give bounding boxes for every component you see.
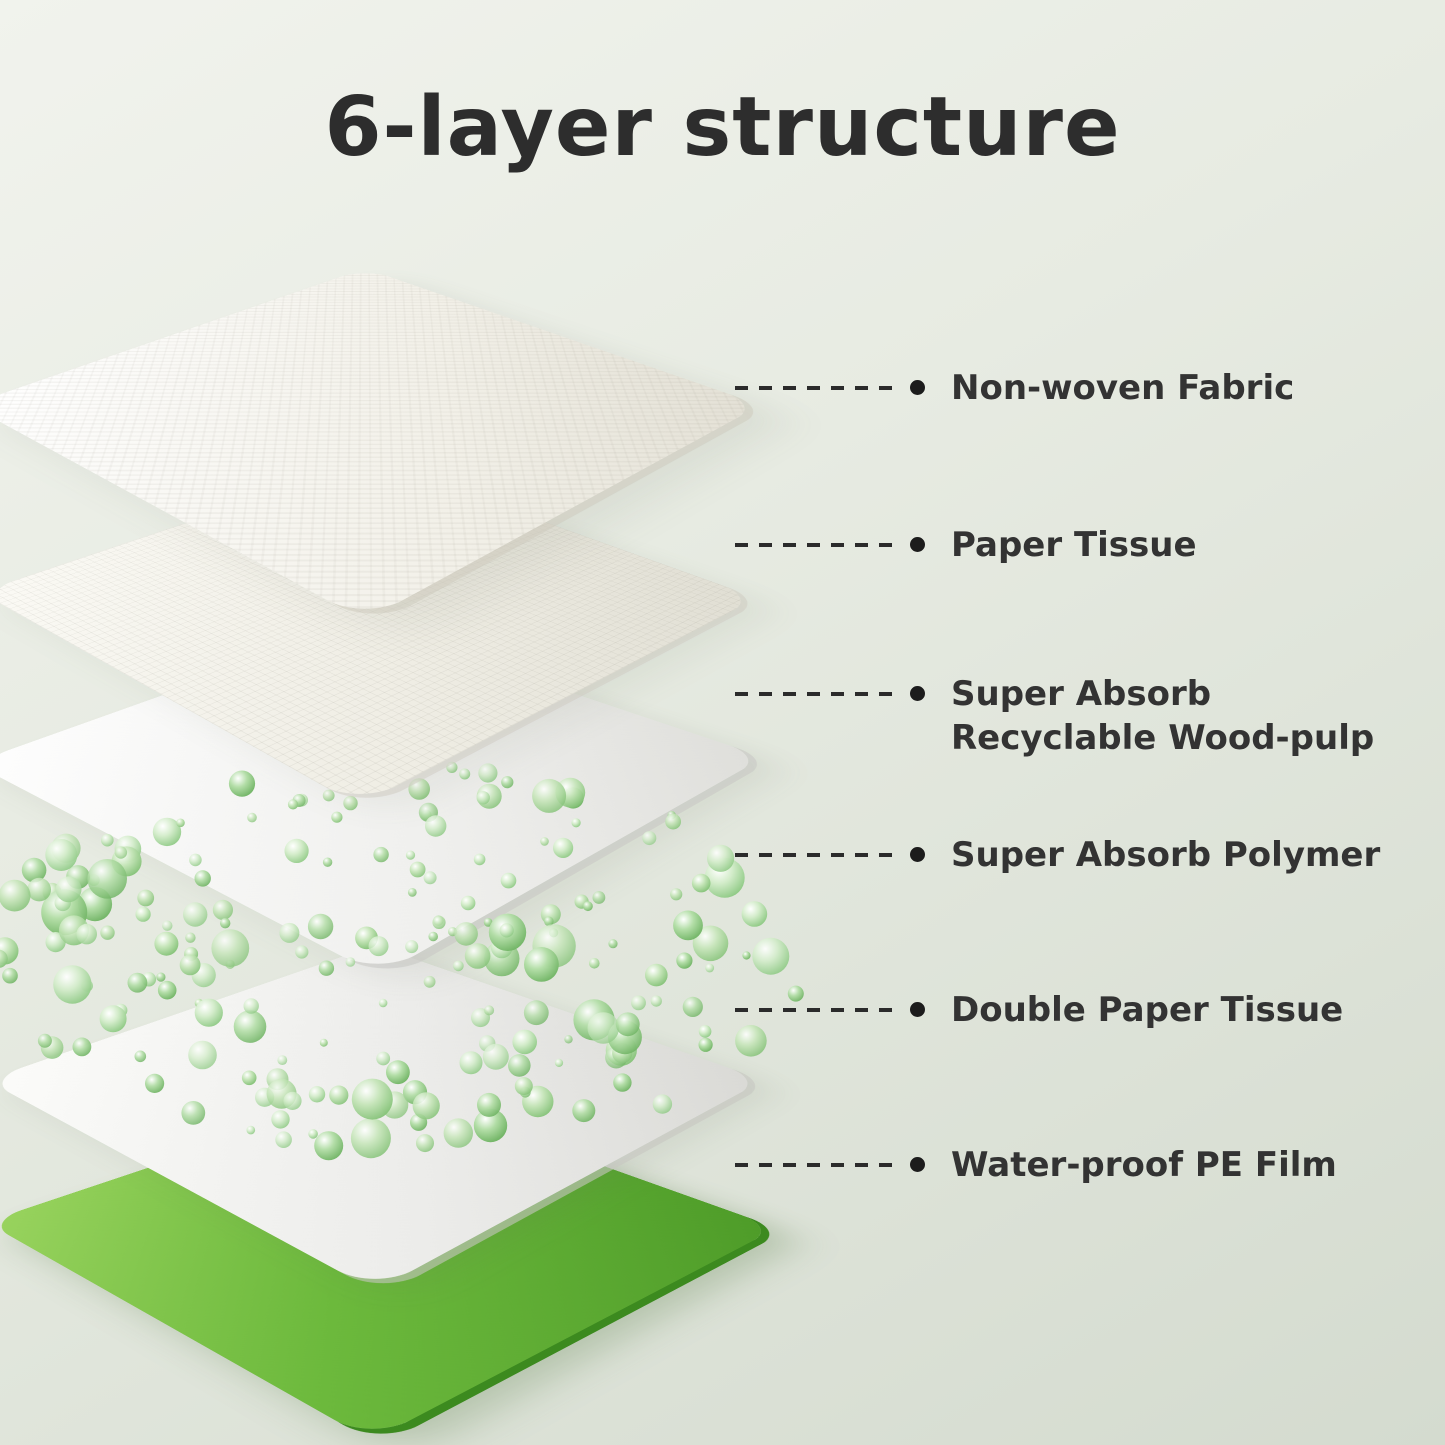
connector-line	[735, 543, 900, 547]
bullet-dot	[910, 1157, 925, 1172]
callout-pe-film: Water-proof PE Film	[735, 1143, 1337, 1187]
polymer-beads-illustration	[0, 720, 900, 1200]
layer-label: Water-proof PE Film	[951, 1143, 1337, 1187]
bullet-dot	[910, 380, 925, 395]
page-title: 6-layer structure	[0, 80, 1445, 175]
callout-polymer: Super Absorb Polymer	[735, 833, 1380, 877]
bullet-dot	[910, 1002, 925, 1017]
connector-line	[735, 1163, 900, 1167]
callout-double-paper-tissue: Double Paper Tissue	[735, 988, 1343, 1032]
connector-line	[735, 386, 900, 390]
connector-line	[735, 853, 900, 857]
layer-label: Super Absorb Recyclable Wood-pulp	[951, 672, 1421, 760]
bullet-dot	[910, 686, 925, 701]
layer-label: Double Paper Tissue	[951, 988, 1343, 1032]
connector-line	[735, 1008, 900, 1012]
connector-line	[735, 692, 900, 696]
layer-label: Non-woven Fabric	[951, 366, 1294, 410]
bullet-dot	[910, 847, 925, 862]
layer-label: Paper Tissue	[951, 523, 1197, 567]
bullet-dot	[910, 537, 925, 552]
callout-paper-tissue: Paper Tissue	[735, 523, 1197, 567]
callout-wood-pulp: Super Absorb Recyclable Wood-pulp	[735, 672, 1421, 760]
layer-label: Super Absorb Polymer	[951, 833, 1380, 877]
callout-non-woven-fabric: Non-woven Fabric	[735, 366, 1294, 410]
